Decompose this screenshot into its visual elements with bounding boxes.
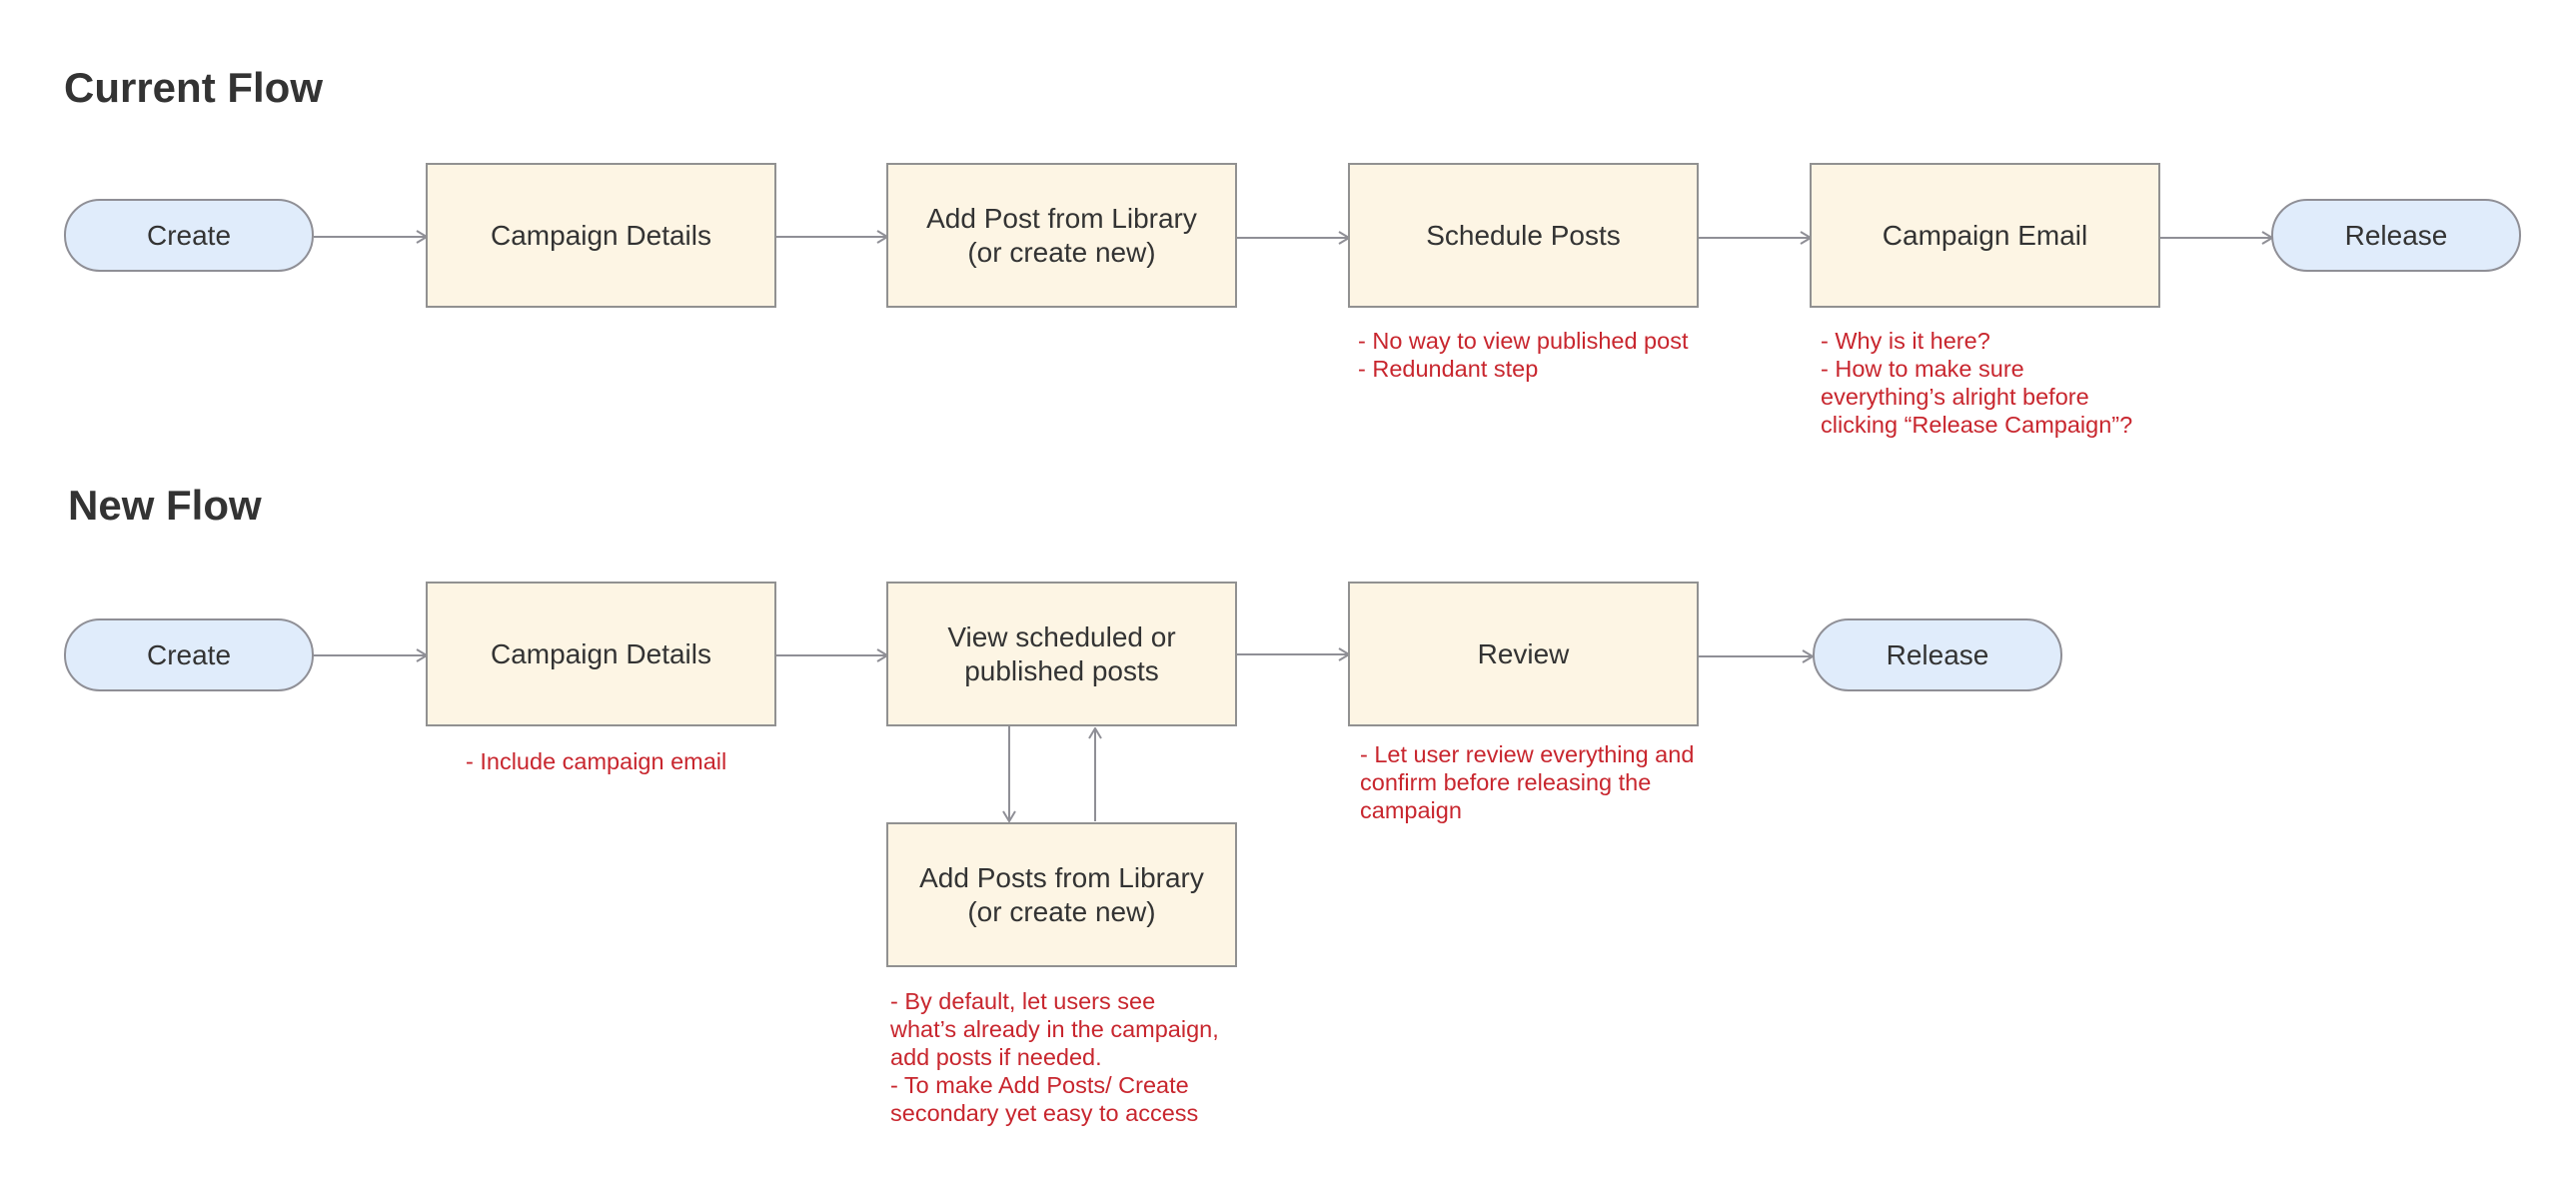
new-release-node: Release — [1813, 618, 2062, 691]
new-flow-title: New Flow — [68, 482, 262, 529]
new-create-node: Create — [64, 618, 314, 691]
new-add-posts-node: Add Posts from Library (or create new) — [886, 822, 1237, 967]
current-schedule-posts-node: Schedule Posts — [1348, 163, 1699, 308]
current-campaign-details-node: Campaign Details — [426, 163, 776, 308]
new-review-node: Review — [1348, 582, 1699, 726]
new-campaign-details-node: Campaign Details — [426, 582, 776, 726]
new-review-note: - Let user review everything and confirm… — [1360, 741, 1695, 823]
current-schedule-posts-note: - No way to view published post - Redund… — [1358, 328, 1689, 382]
new-add-posts-note: - By default, let users see what’s alrea… — [890, 988, 1219, 1126]
current-add-post-label: Add Post from Library (or create new) — [926, 202, 1197, 268]
current-release-node: Release — [2271, 199, 2521, 272]
new-release-label: Release — [1886, 638, 1989, 670]
new-add-posts-label: Add Posts from Library (or create new) — [919, 861, 1204, 927]
new-review-label: Review — [1477, 637, 1570, 669]
current-create-label: Create — [146, 219, 232, 251]
current-release-label: Release — [2344, 219, 2448, 251]
current-campaign-email-node: Campaign Email — [1810, 163, 2160, 308]
current-schedule-posts-label: Schedule Posts — [1426, 219, 1621, 251]
new-create-label: Create — [146, 638, 232, 670]
current-create-node: Create — [64, 199, 314, 272]
new-campaign-details-note: - Include campaign email — [466, 748, 727, 774]
new-view-posts-label: View scheduled or published posts — [947, 620, 1176, 686]
current-campaign-email-label: Campaign Email — [1882, 219, 2088, 251]
current-campaign-email-note: - Why is it here? - How to make sure eve… — [1821, 328, 2133, 438]
new-view-posts-node: View scheduled or published posts — [886, 582, 1237, 726]
current-campaign-details-label: Campaign Details — [491, 219, 711, 251]
current-flow-title: Current Flow — [64, 64, 323, 111]
new-campaign-details-label: Campaign Details — [491, 637, 711, 669]
current-add-post-node: Add Post from Library (or create new) — [886, 163, 1237, 308]
